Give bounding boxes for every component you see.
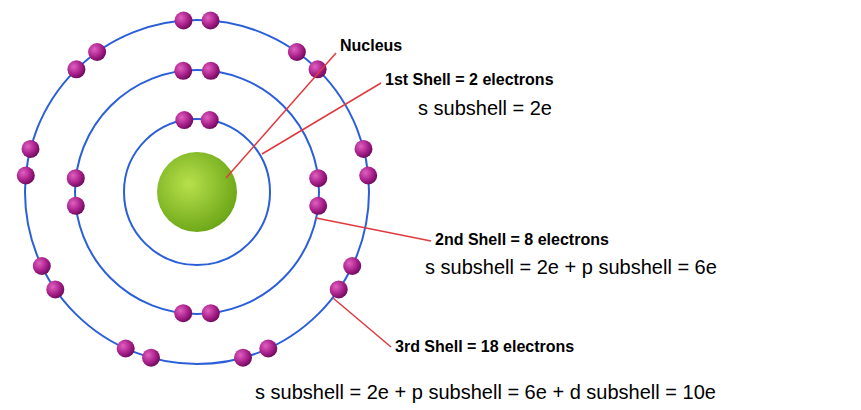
subshell-label: s subshell = 2e + p subshell = 6e + d su… bbox=[255, 380, 716, 404]
electron bbox=[33, 257, 51, 275]
subshell-label: s subshell = 2e + p subshell = 6e bbox=[425, 255, 717, 279]
electron bbox=[67, 169, 85, 187]
electron bbox=[67, 60, 85, 78]
leader-line bbox=[262, 83, 381, 154]
electron bbox=[67, 197, 85, 215]
electron bbox=[259, 340, 277, 358]
electron bbox=[202, 304, 220, 322]
electron bbox=[330, 280, 348, 298]
shell-ring bbox=[75, 70, 319, 314]
electron bbox=[174, 304, 192, 322]
leader-line bbox=[316, 218, 431, 241]
subshell-label: s subshell = 2e bbox=[418, 96, 552, 120]
electron bbox=[117, 340, 135, 358]
shell-label: 2nd Shell = 8 electrons bbox=[435, 230, 609, 249]
leader-line bbox=[226, 53, 336, 178]
electron bbox=[175, 111, 193, 129]
electron bbox=[17, 167, 35, 185]
electron bbox=[174, 62, 192, 80]
shell-label: 1st Shell = 2 electrons bbox=[385, 70, 554, 89]
leader-line bbox=[333, 298, 391, 347]
electron bbox=[355, 140, 373, 158]
electron bbox=[201, 111, 219, 129]
electron bbox=[309, 169, 327, 187]
electron bbox=[202, 62, 220, 80]
electron bbox=[46, 280, 64, 298]
electron bbox=[88, 43, 106, 61]
electron bbox=[288, 43, 306, 61]
shell-ring bbox=[124, 119, 270, 265]
electron bbox=[142, 349, 160, 367]
nucleus-label: Nucleus bbox=[340, 36, 402, 55]
electron bbox=[234, 349, 252, 367]
electron bbox=[309, 197, 327, 215]
nucleus bbox=[157, 152, 237, 232]
electron bbox=[202, 12, 220, 30]
electron bbox=[22, 140, 40, 158]
electron bbox=[309, 60, 327, 78]
shell-ring bbox=[25, 20, 369, 364]
electron bbox=[175, 12, 193, 30]
shell-label: 3rd Shell = 18 electrons bbox=[395, 337, 574, 356]
electron bbox=[359, 167, 377, 185]
electron bbox=[343, 257, 361, 275]
